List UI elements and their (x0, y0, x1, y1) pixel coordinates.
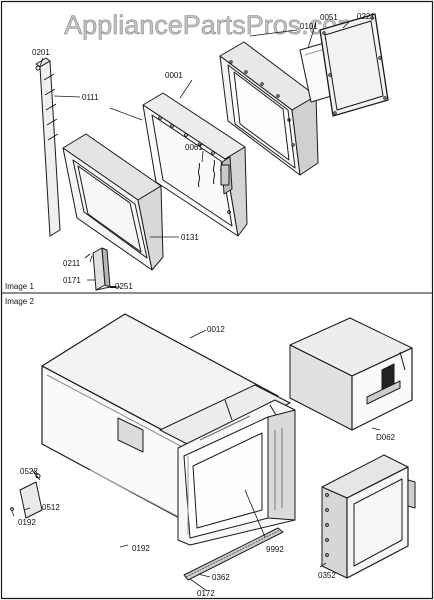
callout-9992: 9992 (266, 545, 284, 554)
callout-0201: 0201 (32, 48, 50, 57)
callout-0522: 0522 (20, 467, 38, 476)
door-outer-frame (62, 133, 164, 271)
door-handle (92, 247, 111, 291)
callout-0251: 0251 (115, 282, 133, 291)
watermark-text: AppliancePartsPros.com (64, 10, 360, 40)
image-1-callouts: 0201 0111 0001 0101 0051 0221 0061 0131 … (32, 12, 375, 291)
callout-0172: 0172 (197, 589, 215, 598)
callout-d062: D062 (376, 433, 396, 442)
callout-0001: 0001 (165, 71, 183, 80)
door-inner-panel (219, 41, 319, 176)
callout-0051: 0051 (320, 13, 338, 22)
image-2-leaders (11, 329, 381, 592)
callout-0192-center: 0192 (132, 544, 150, 553)
callout-0352: 0352 (318, 571, 336, 580)
callout-0171: 0171 (63, 276, 81, 285)
panel-label-image-1: Image 1 (5, 282, 34, 291)
callout-0061: 0061 (185, 143, 203, 152)
bottom-trim-strip (183, 527, 284, 581)
image-1-door-assembly (35, 13, 389, 291)
callout-0192-left: 0192 (18, 518, 36, 527)
side-bracket (10, 469, 43, 519)
door-middle-frame (142, 92, 248, 237)
oven-cavity (159, 384, 296, 546)
image-2-cabinet-assembly (10, 313, 416, 581)
callout-0111: 0111 (82, 93, 99, 102)
door-assembly (321, 454, 416, 579)
panel-label-image-2: Image 2 (5, 297, 34, 306)
control-module (289, 317, 413, 431)
door-screen-plate (319, 13, 389, 117)
door-screws (84, 253, 120, 288)
callout-0131: 0131 (181, 233, 199, 242)
callout-0362: 0362 (212, 573, 230, 582)
hinge-strip (35, 57, 61, 237)
latch-springs (197, 159, 230, 188)
image-2-callouts: 0012 D062 0522 0512 0192 0192 0172 0362 … (18, 325, 396, 598)
callout-0221: 0221 (357, 12, 375, 21)
callout-0012: 0012 (207, 325, 225, 334)
callout-0512: 0512 (42, 503, 60, 512)
callout-0211: 0211 (63, 259, 81, 268)
callout-0101: 0101 (300, 22, 318, 31)
image-1-leaders (39, 21, 350, 281)
